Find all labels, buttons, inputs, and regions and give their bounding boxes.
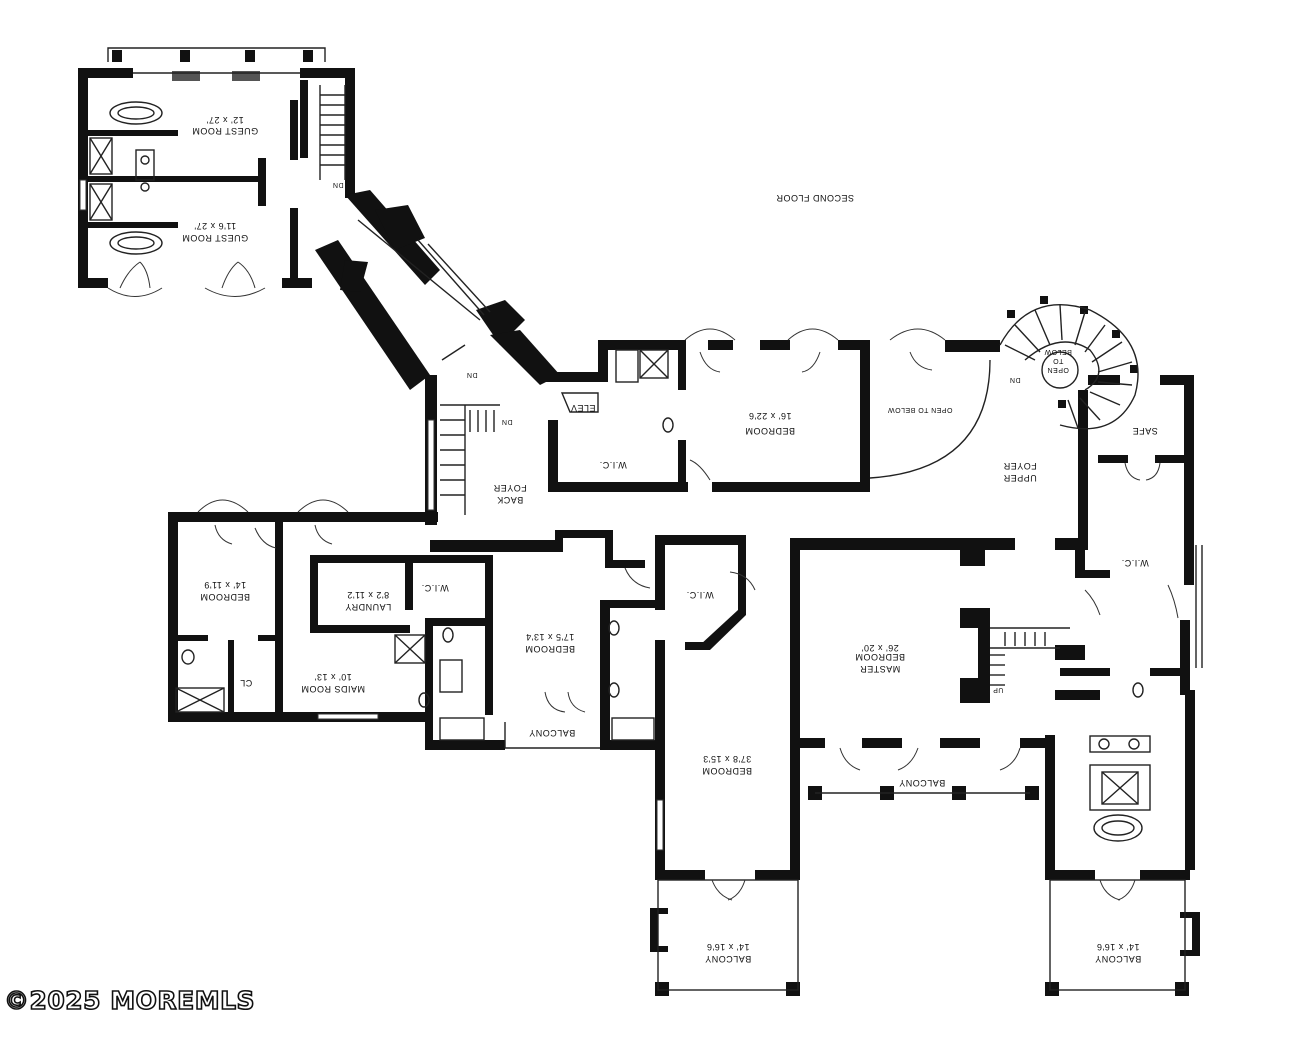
room-name-balcony-bl: BALCONY: [705, 954, 752, 964]
room-size-bedroom-long: 37'8 x 15'3: [703, 754, 751, 764]
stair-dn-4: DN: [1009, 376, 1020, 383]
bathtub-icon: [109, 101, 163, 125]
toilet-icon: [608, 682, 620, 698]
shower-icon: [615, 349, 639, 383]
room-name-guest-room-2: GUEST ROOM: [182, 233, 248, 243]
stair-dn-2: DN: [466, 371, 477, 378]
stair-up: UP: [993, 686, 1004, 693]
bathtub-icon: [611, 717, 655, 741]
outlines: [107, 47, 1203, 991]
balcony-master-label: BALCONY: [899, 778, 946, 788]
back-foyer-label: BACKFOYER: [493, 483, 527, 505]
room-name-bedroom-left: BEDROOM: [200, 592, 250, 602]
toilet-icon: [181, 649, 195, 665]
room-name-master: MASTERBEDROOM: [855, 652, 905, 674]
room-name-balcony-br: BALCONY: [1095, 954, 1142, 964]
shower-icon: [89, 183, 113, 221]
fixtures: [89, 101, 1151, 842]
shower-icon: [175, 687, 225, 713]
room-size-guest-room-2: 11'6 x 27': [194, 221, 236, 231]
walls: [78, 50, 1200, 996]
room-name-guest-room-1: GUEST ROOM: [192, 126, 258, 136]
room-name-bedroom-upper: BEDROOM: [745, 426, 795, 436]
floor-title: SECOND FLOOR: [776, 193, 854, 203]
labels: SECOND FLOOR GUEST ROOM 12' x 27' GUEST …: [182, 115, 1158, 964]
doors-windows: [79, 179, 1179, 901]
cl-label: CL: [240, 678, 253, 688]
shower-icon: [89, 137, 113, 175]
wic-label-1: W.I.C.: [599, 460, 627, 470]
upper-foyer-label: UPPERFOYER: [1003, 461, 1037, 483]
room-name-bedroom-long: BEDROOM: [702, 766, 752, 776]
bathtub-icon: [439, 717, 485, 741]
balcony-mid-label: BALCONY: [529, 728, 576, 738]
sink-icon: [135, 149, 155, 181]
open-to-below-label: OPEN TO BELOW: [888, 406, 953, 413]
elev-label: ELEV: [570, 403, 595, 413]
room-size-master: 26' x 20': [861, 643, 898, 653]
room-size-guest-room-1: 12' x 27': [206, 115, 243, 125]
shower-icon: [1089, 764, 1151, 811]
wic-label-2: W.I.C.: [421, 583, 449, 593]
room-size-bedroom-mid: 17'5 x 13'4: [526, 632, 574, 642]
safe-label: SAFE: [1132, 426, 1158, 436]
bathtub-icon: [109, 231, 163, 255]
double-sink-icon: [1089, 735, 1151, 753]
wic-master-label: W.I.C.: [1121, 558, 1149, 568]
room-size-balcony-bl: 14' x 16'6: [707, 942, 750, 952]
room-size-maids-room: 10' x 13': [314, 672, 351, 682]
stair-dn-1: DN: [332, 181, 343, 188]
watermark: ©2025 MOREMLS: [3, 985, 256, 1016]
wic-label-3: W.I.C.: [686, 590, 714, 600]
bathtub-icon: [1093, 814, 1143, 842]
stair-dn-3: DN: [501, 418, 512, 425]
room-size-bedroom-left: 14' x 11'9: [204, 580, 246, 590]
room-name-bedroom-mid: BEDROOM: [525, 644, 575, 654]
stair-open-label: OPENTOBELOW: [1044, 348, 1072, 373]
room-size-bedroom-upper: 16' x 22'6: [749, 411, 792, 421]
room-size-balcony-br: 14' x 16'6: [1097, 942, 1140, 952]
shower-icon: [394, 634, 426, 664]
room-name-laundry: LAUNDRY: [345, 602, 391, 612]
room-size-laundry: 8'2 x 11'2: [347, 590, 389, 600]
room-name-maids-room: MAIDS ROOM: [301, 684, 365, 694]
